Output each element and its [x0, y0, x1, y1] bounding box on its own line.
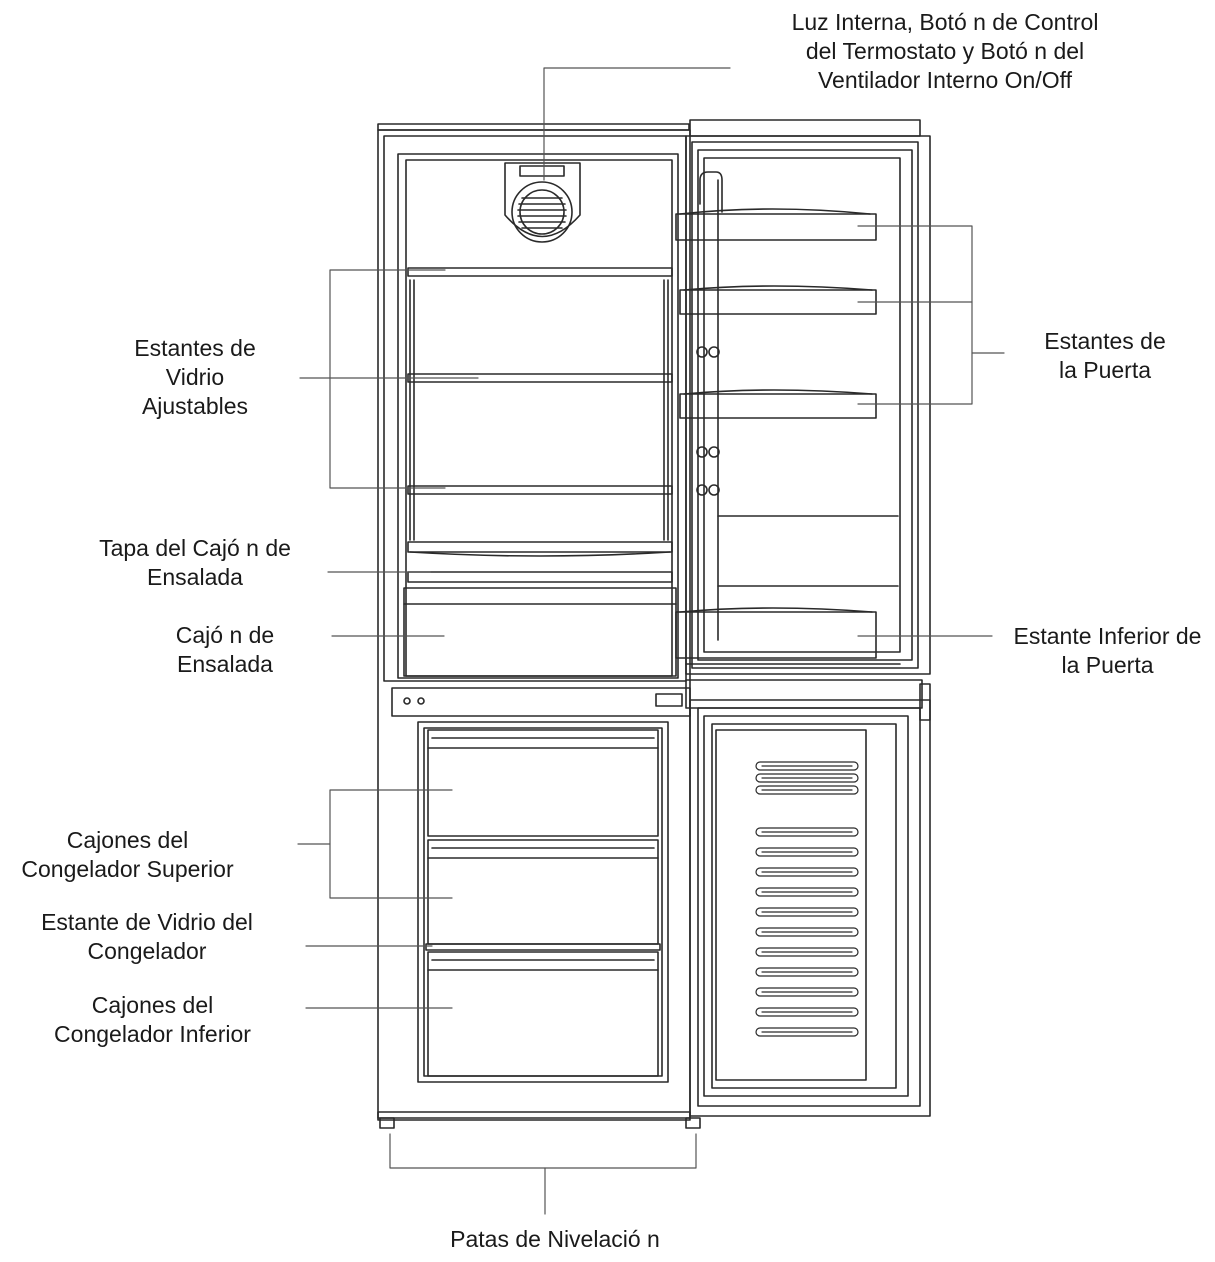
- leader-glass-shelves-bracket: [329, 269, 446, 489]
- crisper-drawer: [403, 587, 677, 677]
- label-upper-freezer-drawers: Cajones del Congelador Superior: [21, 827, 234, 882]
- label-glass-shelves: Estantes de Vidrio Ajustables: [134, 335, 256, 419]
- mullion: [391, 687, 691, 717]
- bottom-door-shelf: [675, 607, 901, 665]
- label-crisper-lid: Tapa del Cajó n de Ensalada: [99, 535, 291, 590]
- lower-freezer-drawer: [427, 951, 659, 1077]
- control-housing: [504, 162, 581, 243]
- freezer-glass-shelf: [425, 943, 661, 951]
- upper-freezer-drawer-1: [427, 729, 659, 837]
- leader-feet-bracket: [389, 1133, 697, 1169]
- fridge-compartment: [397, 153, 679, 679]
- label-lower-freezer-drawers: Cajones del Congelador Inferior: [54, 992, 251, 1047]
- upper-freezer-drawer-2: [427, 839, 659, 945]
- cabinet-body: [377, 123, 701, 1129]
- leader-door-shelves-bracket: [857, 225, 973, 405]
- label-bottom-door-shelf: Estante Inferior de la Puerta: [1013, 623, 1202, 678]
- label-door-shelves: Estantes de la Puerta: [1044, 328, 1166, 383]
- leader-top-controls: [543, 67, 731, 181]
- fridge-glass-shelves: [407, 267, 673, 495]
- label-crisper: Cajó n de Ensalada: [175, 622, 275, 677]
- freezer-door-coils: [755, 761, 859, 1037]
- label-leveling-feet: Patas de Nivelació n: [450, 1226, 660, 1252]
- fridge-door: [685, 119, 931, 675]
- label-top-controls: Luz Interna, Botó n de Control del Termo…: [791, 9, 1099, 93]
- freezer-door: [685, 679, 931, 1117]
- label-freezer-glass-shelf: Estante de Vidrio del Congelador: [41, 909, 253, 964]
- leader-upper-freezer-bracket: [329, 789, 453, 899]
- freezer-compartment: [417, 721, 669, 1083]
- crisper-lid: [407, 541, 673, 583]
- leader-lines: [297, 67, 1005, 1215]
- door-shelves: [675, 208, 899, 587]
